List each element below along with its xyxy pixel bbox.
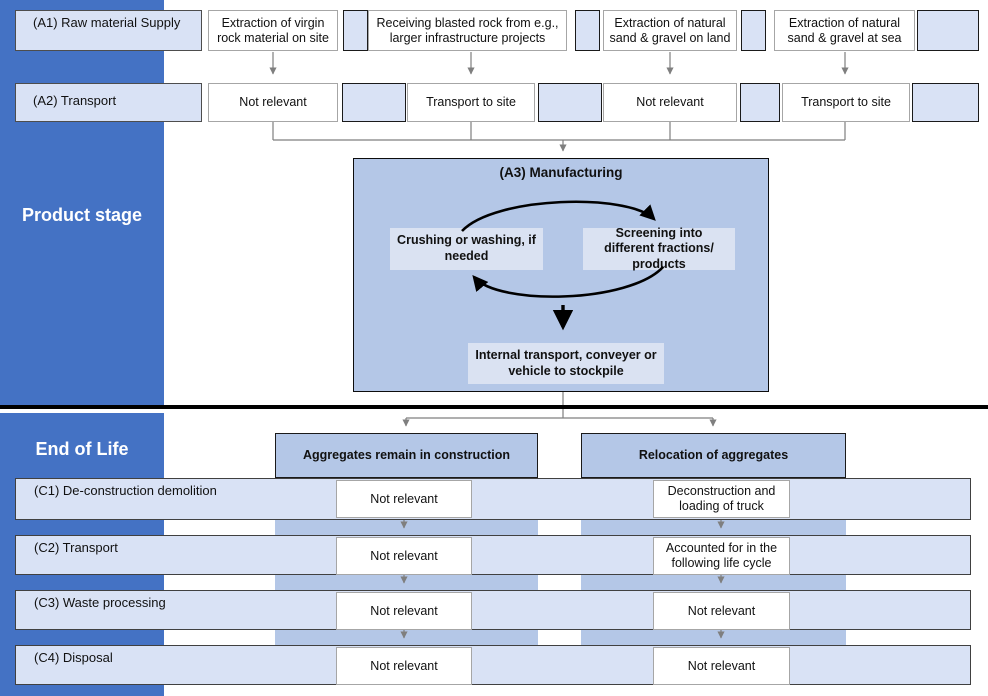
column-strip — [275, 520, 538, 535]
c1-row: (C1) De-construction demolition — [15, 478, 971, 520]
a1-cell-blasted-rock: Receiving blasted rock from e.g., larger… — [368, 10, 567, 51]
module-spacer — [917, 10, 979, 51]
branch-relocation: Relocation of aggregates — [581, 433, 846, 478]
module-spacer — [740, 83, 780, 122]
c3-col2-value: Not relevant — [653, 592, 790, 630]
module-spacer — [343, 10, 368, 51]
column-strip — [275, 575, 538, 590]
process-crushing-box: Crushing or washing, if needed — [390, 228, 543, 270]
c4-row: (C4) Disposal — [15, 645, 971, 685]
c4-row-label: (C4) Disposal — [34, 650, 113, 665]
column-strip — [581, 520, 846, 535]
a2-cell-3: Not relevant — [603, 83, 737, 122]
c1-col1-value: Not relevant — [336, 480, 472, 518]
column-strip — [581, 630, 846, 645]
c2-col2-value: Accounted for in the following life cycl… — [653, 537, 790, 575]
product-stage-sidebar: Product stage — [0, 0, 164, 405]
c4-col2-value: Not relevant — [653, 647, 790, 685]
a1-row-label: (A1) Raw material Supply — [15, 10, 202, 51]
module-spacer — [538, 83, 602, 122]
c2-col1-value: Not relevant — [336, 537, 472, 575]
a1-cell-sand-gravel-sea: Extraction of natural sand & gravel at s… — [774, 10, 915, 51]
a1-cell-virgin-rock: Extraction of virgin rock material on si… — [208, 10, 338, 51]
a1-cell-sand-gravel-land: Extraction of natural sand & gravel on l… — [603, 10, 737, 51]
module-spacer — [912, 83, 979, 122]
column-strip — [581, 575, 846, 590]
c2-row-label: (C2) Transport — [34, 540, 118, 555]
c4-col1-value: Not relevant — [336, 647, 472, 685]
c3-col1-value: Not relevant — [336, 592, 472, 630]
module-spacer — [741, 10, 766, 51]
process-screening-box: Screening into different fractions/ prod… — [583, 226, 735, 271]
stage-divider-line — [0, 405, 988, 409]
a2-cell-2: Transport to site — [407, 83, 535, 122]
c1-col2-value: Deconstruction and loading of truck — [653, 480, 790, 518]
c3-row: (C3) Waste processing — [15, 590, 971, 630]
module-spacer — [342, 83, 406, 122]
c2-row: (C2) Transport — [15, 535, 971, 575]
a2-cell-4: Transport to site — [782, 83, 910, 122]
process-internal-transport-box: Internal transport, conveyer or vehicle … — [468, 343, 664, 384]
c1-row-label: (C1) De-construction demolition — [34, 483, 217, 498]
end-of-life-label: End of Life — [35, 439, 129, 459]
product-stage-label: Product stage — [21, 205, 143, 225]
a2-cell-1: Not relevant — [208, 83, 338, 122]
module-spacer — [575, 10, 600, 51]
column-strip — [275, 630, 538, 645]
manufacturing-title: (A3) Manufacturing — [499, 165, 623, 180]
a2-row-label: (A2) Transport — [15, 83, 202, 122]
branch-remain-in-construction: Aggregates remain in construction — [275, 433, 538, 478]
c3-row-label: (C3) Waste processing — [34, 595, 166, 610]
